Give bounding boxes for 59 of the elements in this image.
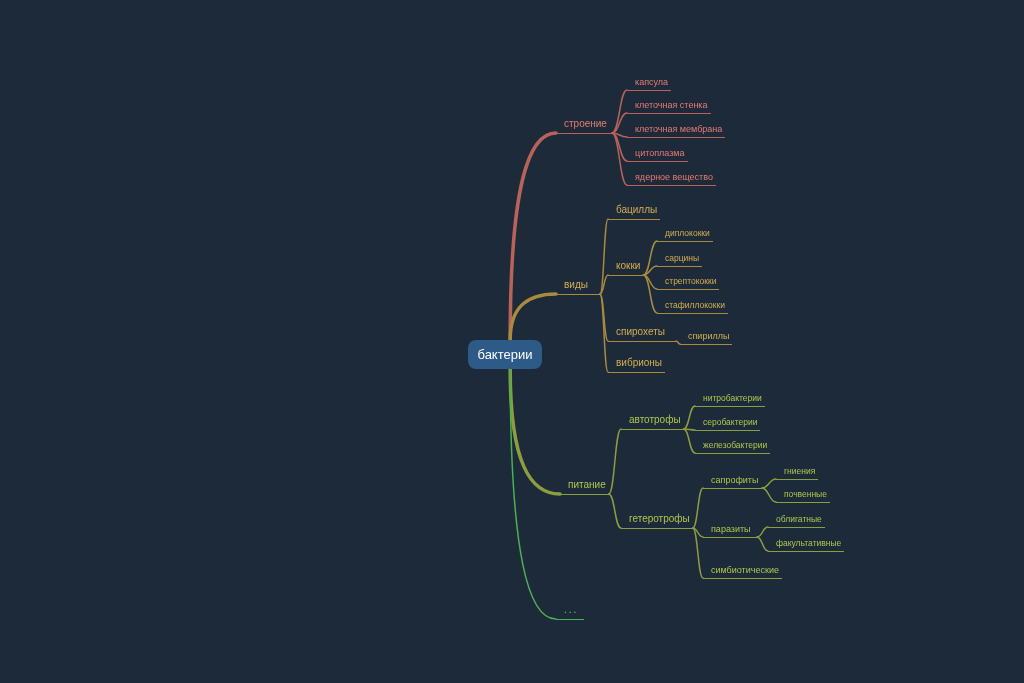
branch-line (675, 340, 681, 345)
branch-topic: стрептококки (657, 276, 720, 290)
branch-line (761, 487, 777, 503)
branch-line (607, 493, 622, 529)
branch-topic: диплококки (657, 228, 713, 242)
branch-line (611, 112, 628, 134)
branch-line (611, 89, 628, 134)
branch-line (682, 428, 696, 454)
branch-topic: клеточная мембрана (627, 123, 726, 138)
branch-topic: ядерное вещество (627, 171, 716, 186)
branch-topic: облигатные (768, 514, 825, 528)
branch-line (599, 293, 609, 373)
branch-line (642, 240, 658, 276)
branch-topic: строение (556, 118, 612, 134)
branch-topic: почвенные (776, 489, 830, 503)
branch-topic: стафиллококки (657, 300, 728, 314)
branch-line (756, 526, 769, 538)
branch-line (599, 274, 609, 295)
branch-topic: кокки (608, 260, 644, 276)
branch-line (691, 527, 704, 538)
branch-topic: факультативные (768, 538, 845, 552)
branch-line (508, 292, 558, 342)
branch-topic: вибрионы (608, 357, 666, 373)
branch-line (599, 293, 609, 342)
branch-topic: клеточная стенка (627, 99, 711, 114)
branch-topic: симбиотические (703, 564, 782, 579)
branch-topic: нитробактерии (695, 393, 765, 407)
branch-line (508, 367, 562, 496)
branch-topic: железобактерии (695, 440, 771, 454)
branch-topic: автотрофы (621, 414, 684, 430)
branch-line (509, 368, 557, 620)
branch-topic: гниения (776, 466, 819, 480)
branch-line (691, 527, 704, 579)
branch-line (691, 487, 704, 529)
branch-line (682, 405, 696, 430)
branch-topic: виды (556, 279, 600, 295)
branch-line (756, 536, 769, 552)
branch-topic: сарцины (657, 253, 703, 267)
branch-line (611, 132, 628, 138)
branch-topic: капсула (627, 76, 672, 91)
branch-topic: паразиты (703, 523, 757, 538)
branch-topic: сапрофиты (703, 474, 762, 489)
branch-line (642, 274, 658, 314)
branch-line (607, 428, 622, 495)
branch-line (611, 132, 628, 162)
branch-topic: цитоплазма (627, 147, 688, 162)
branch-line (761, 478, 777, 489)
branch-topic: ... (556, 604, 584, 620)
branch-line (611, 132, 628, 186)
branch-topic: гетеротрофы (621, 513, 693, 529)
branch-topic: бациллы (608, 204, 661, 220)
branch-line (682, 428, 696, 431)
central-topic: бактерии (468, 340, 542, 369)
branch-topic: серобактерии (695, 417, 761, 431)
branch-line (599, 218, 609, 295)
branch-topic: спирохеты (608, 326, 676, 342)
branch-line (642, 265, 658, 276)
branch-topic: питание (560, 479, 609, 495)
branch-topic: спириллы (680, 330, 733, 345)
